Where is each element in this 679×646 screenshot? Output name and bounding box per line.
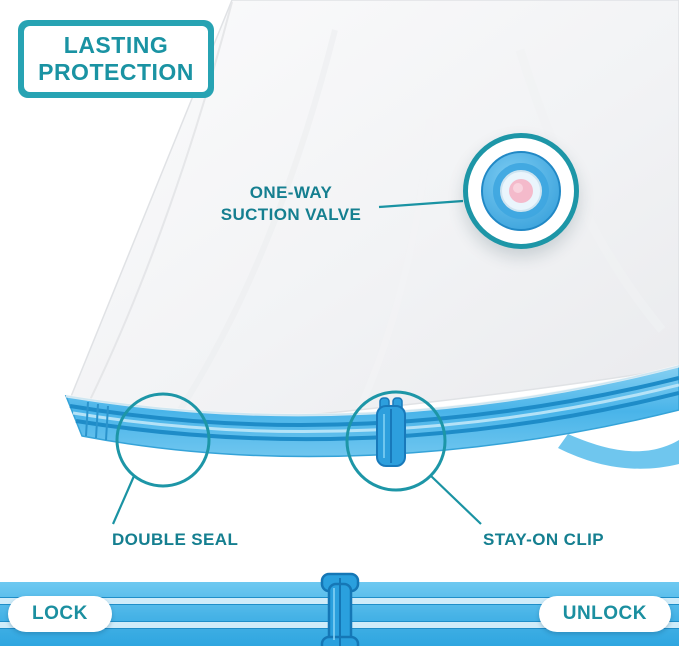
lock-label: LOCK — [8, 596, 112, 632]
stay-on-clip-label: STAY-ON CLIP — [483, 530, 604, 549]
valve-callout-circle — [463, 133, 579, 249]
valve-label-line-1: ONE-WAY — [249, 183, 333, 202]
lasting-protection-badge: LASTING PROTECTION — [18, 20, 214, 98]
zipper-clip-icon — [320, 572, 359, 646]
valve-label-line-2: SUCTION VALVE — [220, 205, 362, 224]
badge-line-1: LASTING — [63, 32, 169, 58]
stay-on-clip-icon — [376, 397, 406, 467]
lasting-protection-badge-inner: LASTING PROTECTION — [24, 26, 208, 92]
one-way-suction-valve-icon — [481, 151, 561, 231]
valve-label: ONE-WAY SUCTION VALVE — [205, 182, 377, 226]
double-seal-label: DOUBLE SEAL — [112, 530, 239, 549]
seal-fold — [558, 434, 679, 469]
unlock-label: UNLOCK — [538, 596, 671, 632]
zipper-lock-bar: LOCK UNLOCK — [0, 572, 679, 646]
badge-line-2: PROTECTION — [38, 59, 194, 85]
